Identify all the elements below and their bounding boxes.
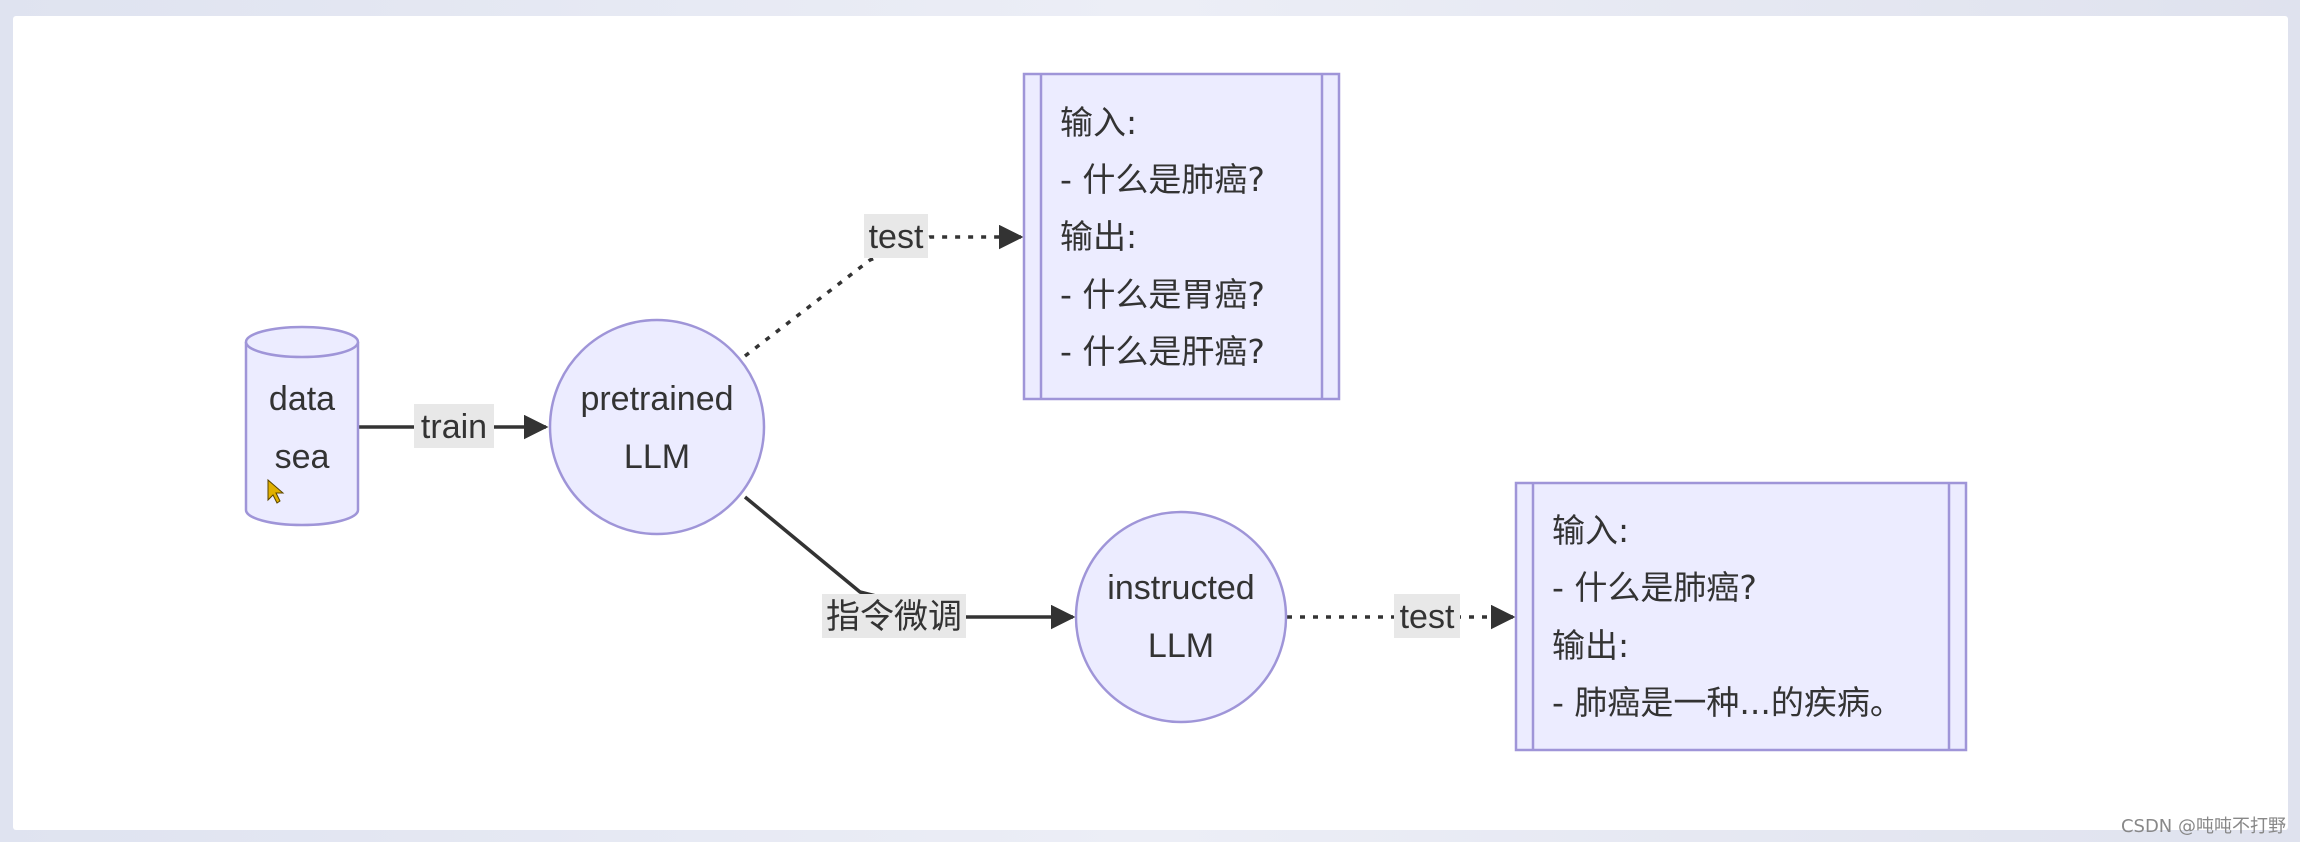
node-label-pretrained: pretrained [580, 380, 733, 418]
watermark: CSDN @吨吨不打野 [2120, 816, 2286, 837]
edge-test-bottom: test [1287, 594, 1516, 638]
output-box-pretrained: 输入: - 什么是肺癌? 输出: - 什么是胃癌? - 什么是肝癌? [1022, 72, 1341, 401]
box-top-line-5: - 什么是肝癌? [1060, 332, 1265, 371]
box-top-line-2: - 什么是肺癌? [1060, 160, 1265, 199]
output-box-instructed: 输入: - 什么是肺癌? 输出: - 肺癌是一种...的疾病。 [1514, 481, 1968, 752]
node-label-pretrained-llm: LLM [624, 438, 690, 476]
node-label-sea: sea [275, 438, 330, 476]
node-label-instructed-llm: LLM [1148, 627, 1214, 665]
edge-label-test-top: test [869, 218, 924, 256]
node-instructed-llm: instructed LLM [1074, 510, 1288, 724]
edge-label-finetune: 指令微调 [826, 598, 962, 636]
node-label-instructed: instructed [1107, 569, 1254, 607]
edge-test-top: test [743, 214, 1024, 358]
cursor-icon [267, 478, 285, 504]
edge-label-test-bottom: test [1400, 598, 1455, 636]
box-bottom-line-1: 输入: [1552, 511, 1629, 550]
box-top-line-1: 输入: [1060, 103, 1137, 142]
box-top-line-3: 输出: [1060, 217, 1137, 256]
edge-train: train [358, 404, 549, 448]
edge-finetune: 指令微调 [743, 495, 1076, 638]
box-bottom-line-2: - 什么是肺癌? [1552, 568, 1757, 607]
box-top-line-4: - 什么是胃癌? [1060, 275, 1265, 314]
box-bottom-line-4: - 肺癌是一种...的疾病。 [1552, 683, 1903, 722]
node-data-sea: data sea [244, 325, 360, 527]
node-pretrained-llm: pretrained LLM [548, 318, 766, 536]
node-label-data: data [269, 380, 335, 418]
box-bottom-line-3: 输出: [1552, 626, 1629, 665]
edge-label-train: train [421, 408, 487, 446]
